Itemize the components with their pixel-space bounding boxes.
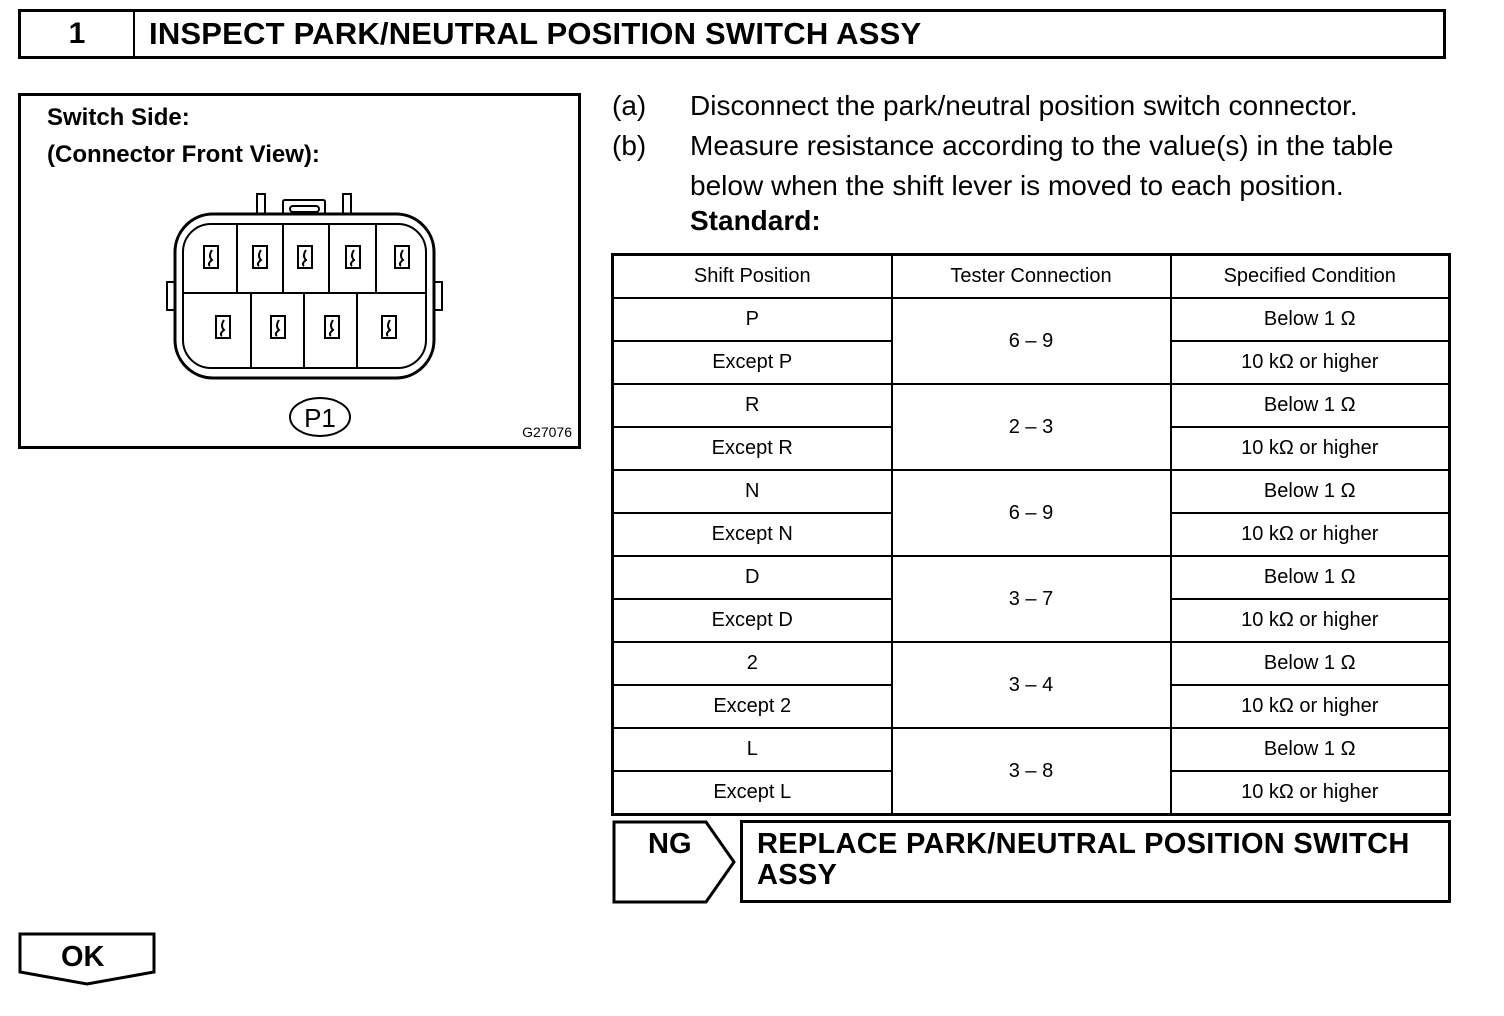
tester-connection-cell: 2 – 3 bbox=[890, 383, 1172, 471]
standard-label: Standard: bbox=[690, 205, 821, 236]
diagram-label-switch-side: Switch Side: bbox=[47, 104, 190, 131]
table-row: Except R 10 kΩ or higher bbox=[611, 426, 1451, 471]
shift-position-cell: Except 2 bbox=[611, 684, 893, 729]
connector-id: P1 bbox=[304, 403, 336, 433]
specified-condition-cell: 10 kΩ or higher bbox=[1169, 512, 1451, 557]
table-row: Except L 10 kΩ or higher bbox=[611, 770, 1451, 816]
step-number: 1 bbox=[21, 12, 135, 56]
tester-connection-cell: 6 – 9 bbox=[890, 297, 1172, 385]
table-header-row: Shift Position Tester Connection Specifi… bbox=[611, 253, 1451, 299]
shift-position-cell: P bbox=[611, 297, 893, 342]
specified-condition-cell: 10 kΩ or higher bbox=[1169, 598, 1451, 643]
ng-action-line2: ASSY bbox=[757, 859, 838, 891]
connector-diagram: Switch Side: (Connector Front View): bbox=[18, 93, 581, 449]
figure-code: G27076 bbox=[522, 424, 572, 440]
ng-arrow-box bbox=[612, 820, 736, 904]
connector-drawing: P1 bbox=[166, 193, 443, 437]
shift-position-cell: Except P bbox=[611, 340, 893, 385]
col-header-tester-connection: Tester Connection bbox=[890, 253, 1172, 299]
specified-condition-cell: Below 1 Ω bbox=[1169, 555, 1451, 600]
tester-connection-cell: 3 – 4 bbox=[890, 641, 1172, 729]
shift-position-cell: L bbox=[611, 727, 893, 772]
col-header-shift-position: Shift Position bbox=[611, 253, 893, 299]
instruction-a-text: Disconnect the park/neutral position swi… bbox=[690, 90, 1358, 121]
shift-position-cell: 2 bbox=[611, 641, 893, 686]
specified-condition-cell: Below 1 Ω bbox=[1169, 469, 1451, 514]
shift-position-cell: Except N bbox=[611, 512, 893, 557]
tester-connection-cell: 3 – 8 bbox=[890, 727, 1172, 816]
specified-condition-cell: Below 1 Ω bbox=[1169, 297, 1451, 342]
specified-condition-cell: 10 kΩ or higher bbox=[1169, 770, 1451, 816]
shift-position-cell: R bbox=[611, 383, 893, 428]
specified-condition-cell: 10 kΩ or higher bbox=[1169, 684, 1451, 729]
instruction-b-text-line1: Measure resistance according to the valu… bbox=[690, 130, 1394, 161]
shift-position-cell: N bbox=[611, 469, 893, 514]
specified-condition-cell: Below 1 Ω bbox=[1169, 383, 1451, 428]
specified-condition-cell: Below 1 Ω bbox=[1169, 727, 1451, 772]
terminals bbox=[203, 245, 410, 339]
col-header-specified-condition: Specified Condition bbox=[1169, 253, 1451, 299]
latch-slot bbox=[289, 205, 320, 213]
table-row: Except N 10 kΩ or higher bbox=[611, 512, 1451, 557]
specified-condition-cell: Below 1 Ω bbox=[1169, 641, 1451, 686]
connector-id-oval bbox=[289, 397, 351, 437]
step-header: 1 INSPECT PARK/NEUTRAL POSITION SWITCH A… bbox=[18, 9, 1446, 59]
table-row: Except P 10 kΩ or higher bbox=[611, 340, 1451, 385]
shift-position-cell: Except L bbox=[611, 770, 893, 816]
instruction-b-text-line2: below when the shift lever is moved to e… bbox=[690, 170, 1344, 201]
shift-position-cell: D bbox=[611, 555, 893, 600]
specified-condition-cell: 10 kΩ or higher bbox=[1169, 426, 1451, 471]
instruction-b-label: (b) bbox=[612, 130, 647, 161]
specification-table: Shift Position Tester Connection Specifi… bbox=[611, 253, 1451, 816]
ok-label: OK bbox=[61, 941, 105, 973]
step-title: INSPECT PARK/NEUTRAL POSITION SWITCH ASS… bbox=[149, 16, 922, 51]
table-row: Except D 10 kΩ or higher bbox=[611, 598, 1451, 643]
instruction-a-label: (a) bbox=[612, 90, 647, 121]
ng-action-line1: REPLACE PARK/NEUTRAL POSITION SWITCH bbox=[757, 828, 1410, 860]
shift-position-cell: Except D bbox=[611, 598, 893, 643]
ng-action-box: REPLACE PARK/NEUTRAL POSITION SWITCH ASS… bbox=[740, 820, 1451, 903]
ng-label: NG bbox=[648, 828, 692, 860]
tester-connection-cell: 3 – 7 bbox=[890, 555, 1172, 643]
specified-condition-cell: 10 kΩ or higher bbox=[1169, 340, 1451, 385]
table-row: Except 2 10 kΩ or higher bbox=[611, 684, 1451, 729]
ok-arrow-box bbox=[18, 932, 156, 986]
diagram-label-front-view: (Connector Front View): bbox=[47, 141, 320, 168]
shift-position-cell: Except R bbox=[611, 426, 893, 471]
tester-connection-cell: 6 – 9 bbox=[890, 469, 1172, 557]
